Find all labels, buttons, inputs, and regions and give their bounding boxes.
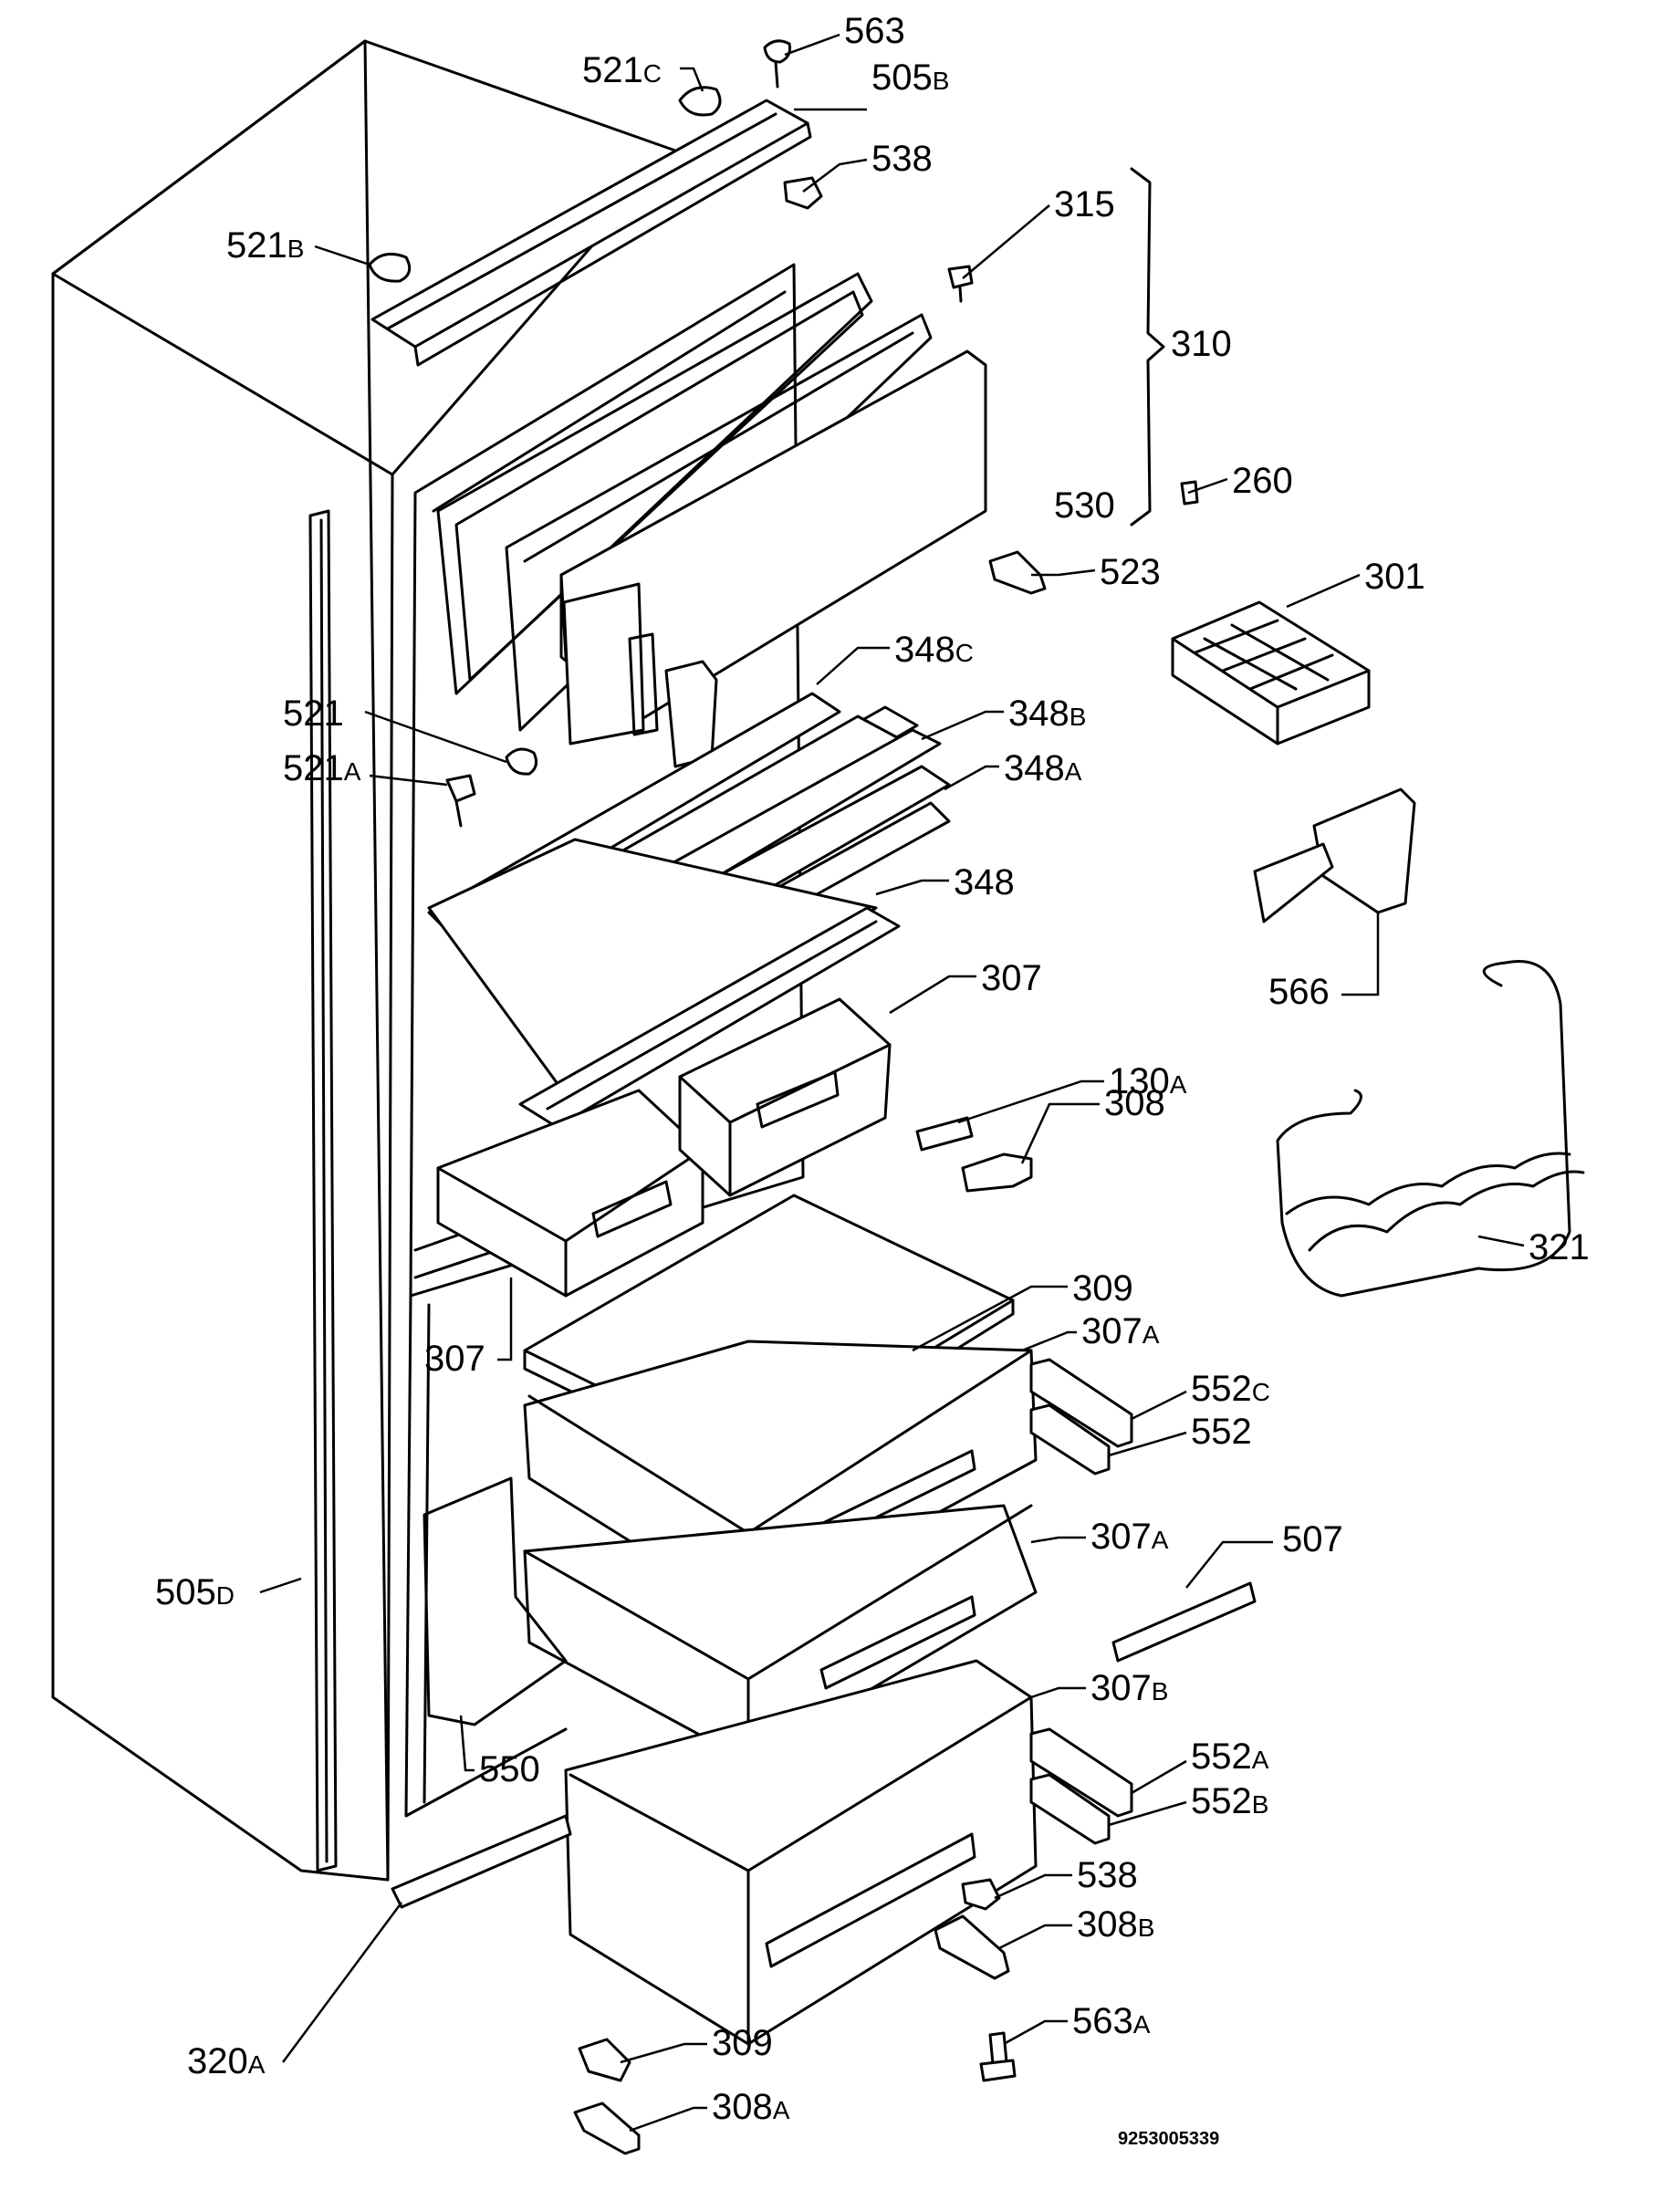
label-307a-1: 307A <box>1081 1311 1160 1351</box>
label-307b: 307B <box>1090 1668 1168 1708</box>
bracket-538-bottom <box>961 1878 1001 1911</box>
label-307-left: 307 <box>424 1339 485 1379</box>
door-gasket-505d <box>308 509 338 1872</box>
drawer-307b <box>564 1659 1038 2046</box>
label-530: 530 <box>1054 485 1115 526</box>
cap-521 <box>505 747 538 776</box>
label-309-bottom: 309 <box>712 2023 773 2063</box>
label-348b: 348B <box>1008 694 1086 734</box>
drawer-307-right <box>678 997 892 1197</box>
label-507: 507 <box>1282 1519 1343 1559</box>
ice-tray-301 <box>1171 600 1371 746</box>
label-309-mid: 309 <box>1072 1268 1133 1309</box>
screw-563 <box>763 39 791 89</box>
label-552a: 552A <box>1191 1736 1269 1777</box>
label-348: 348 <box>954 862 1015 902</box>
label-521a: 521A <box>283 748 361 788</box>
label-552b: 552B <box>1191 1781 1268 1821</box>
label-563a: 563A <box>1072 2001 1151 2041</box>
label-321: 321 <box>1529 1227 1590 1267</box>
label-301: 301 <box>1364 557 1425 597</box>
freezer-door-assembly-310 <box>436 167 1165 768</box>
screw-563a <box>979 2031 1017 2082</box>
label-550: 550 <box>479 1749 540 1789</box>
rails-552 <box>1029 1358 1133 1845</box>
bottle-rack-321 <box>1276 960 1585 1298</box>
bracket-308a <box>573 2101 641 2155</box>
label-505b: 505B <box>871 57 949 98</box>
cap-309-bottom <box>578 2038 631 2082</box>
bracket-308b <box>934 1914 1010 1980</box>
label-348a: 348A <box>1004 748 1082 788</box>
part-550 <box>423 1476 568 1726</box>
label-260: 260 <box>1232 461 1293 501</box>
label-130a: 130A <box>1109 1061 1187 1101</box>
label-320a: 320A <box>187 2041 266 2081</box>
label-523: 523 <box>1100 552 1161 592</box>
bracket-308 <box>961 1152 1033 1193</box>
label-552c: 552C <box>1191 1369 1270 1409</box>
ice-scoop-566 <box>1253 787 1416 923</box>
label-538-top: 538 <box>871 139 933 179</box>
cap-521c <box>678 86 722 117</box>
refrigerator-cabinet <box>51 39 805 1882</box>
label-308: 308 <box>1104 1083 1165 1123</box>
drawer-307-left <box>436 1089 704 1298</box>
shelves-348 <box>427 692 951 1129</box>
label-315: 315 <box>1054 184 1115 224</box>
label-521: 521 <box>283 694 344 734</box>
hinge-bar-505b <box>370 99 812 367</box>
callout-labels: 563 521C 505B 538 315 521B 310 260 530 5… <box>155 11 1590 2149</box>
label-307a-2: 307A <box>1090 1517 1169 1557</box>
leader-lines <box>259 33 1525 2133</box>
label-566: 566 <box>1268 972 1330 1012</box>
label-505d: 505D <box>155 1572 235 1612</box>
label-552: 552 <box>1191 1412 1252 1452</box>
rail-320a <box>391 1814 572 1909</box>
label-308a: 308A <box>712 2087 790 2127</box>
part-507 <box>1111 1581 1257 1663</box>
part-523 <box>988 550 1047 595</box>
label-521c: 521C <box>582 50 662 90</box>
peg-521a <box>445 774 476 828</box>
document-number: 9253005339 <box>1118 2129 1219 2149</box>
label-310: 310 <box>1171 324 1232 364</box>
screw-315 <box>947 265 974 303</box>
label-308b: 308B <box>1077 1904 1154 1945</box>
label-563: 563 <box>844 11 905 51</box>
cap-521b <box>368 252 412 283</box>
drawer-307a-2 <box>523 1504 1038 1763</box>
part-130a <box>915 1116 974 1152</box>
label-307-top: 307 <box>981 958 1042 998</box>
label-348c: 348C <box>894 630 974 670</box>
label-538-bottom: 538 <box>1077 1855 1138 1895</box>
label-521b: 521B <box>226 225 304 266</box>
